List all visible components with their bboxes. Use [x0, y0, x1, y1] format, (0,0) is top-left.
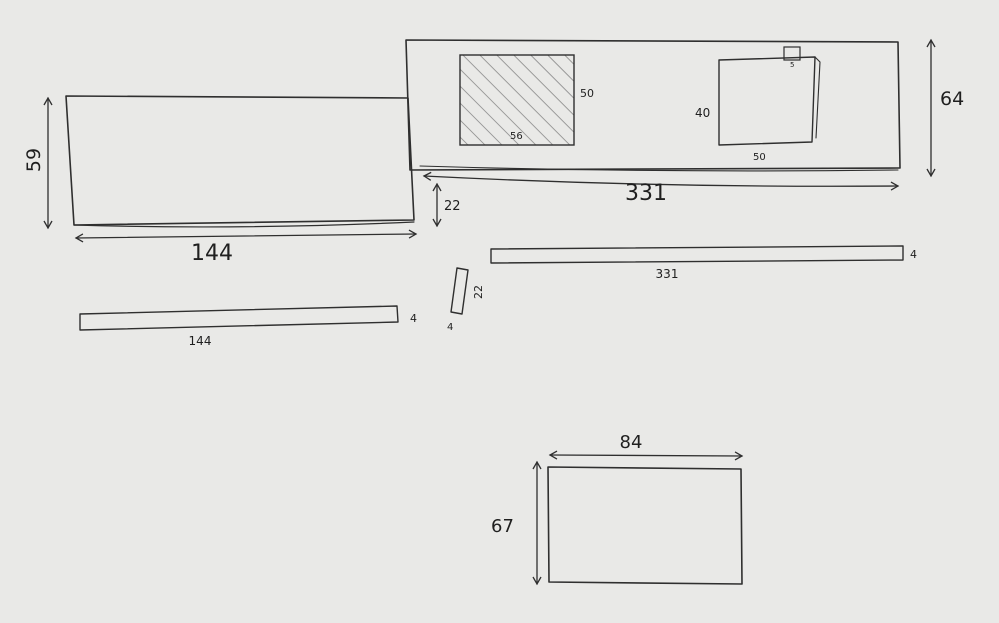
hatched-rect-width-label: 56 — [510, 131, 523, 142]
panel-c-width-arrow — [548, 450, 744, 461]
panel-a-width-label: 144 — [191, 241, 233, 266]
panel-b-open-rect — [718, 56, 816, 146]
panel-c-outline — [547, 466, 743, 585]
panel-b-height-label: 64 — [940, 88, 964, 110]
panel-b-width-arrow — [422, 171, 900, 191]
strip-long-thickness-label: 4 — [910, 248, 917, 261]
strip-long: 4 331 — [490, 245, 917, 281]
panel-a: 59 144 — [23, 95, 418, 266]
panel-c-width-label: 84 — [620, 432, 643, 453]
hatched-rect-height-label: 50 — [580, 87, 594, 100]
strip-short-thickness-label: 4 — [410, 312, 417, 325]
open-rect-tab — [783, 46, 801, 61]
spacer: 22 4 — [447, 267, 485, 333]
open-rect-height-label: 40 — [695, 106, 710, 120]
panel-b-hatched-rect — [459, 54, 575, 146]
open-rect-tab-label: 5 — [790, 61, 794, 69]
strip-short-length-label: 144 — [189, 334, 212, 348]
panel-c-height-label: 67 — [491, 516, 514, 537]
strip-long-outline — [490, 245, 904, 264]
strip-short-outline — [79, 305, 399, 331]
panel-b-width-label: 331 — [625, 181, 667, 206]
gap-dimension: 22 — [432, 182, 461, 228]
panel-a-height-label: 59 — [23, 148, 45, 172]
spacer-thickness-label: 4 — [447, 322, 453, 333]
panel-a-bottom-edge — [73, 221, 415, 228]
panel-c: 84 67 — [491, 432, 744, 586]
panel-b-outline — [405, 39, 901, 171]
open-rect-side-flap — [814, 56, 821, 139]
panel-a-width-arrow — [74, 229, 418, 243]
open-rect-width-label: 50 — [753, 152, 766, 163]
panel-b: 50 56 5 40 50 64 331 — [405, 38, 964, 206]
panel-b-bottom-edge — [419, 165, 899, 172]
strip-long-length-label: 331 — [656, 267, 679, 281]
gap-label: 22 — [444, 199, 461, 214]
spacer-length-label: 22 — [472, 285, 485, 299]
spacer-outline — [450, 267, 469, 315]
panel-a-outline — [65, 95, 415, 226]
strip-short: 4 144 — [79, 305, 417, 348]
